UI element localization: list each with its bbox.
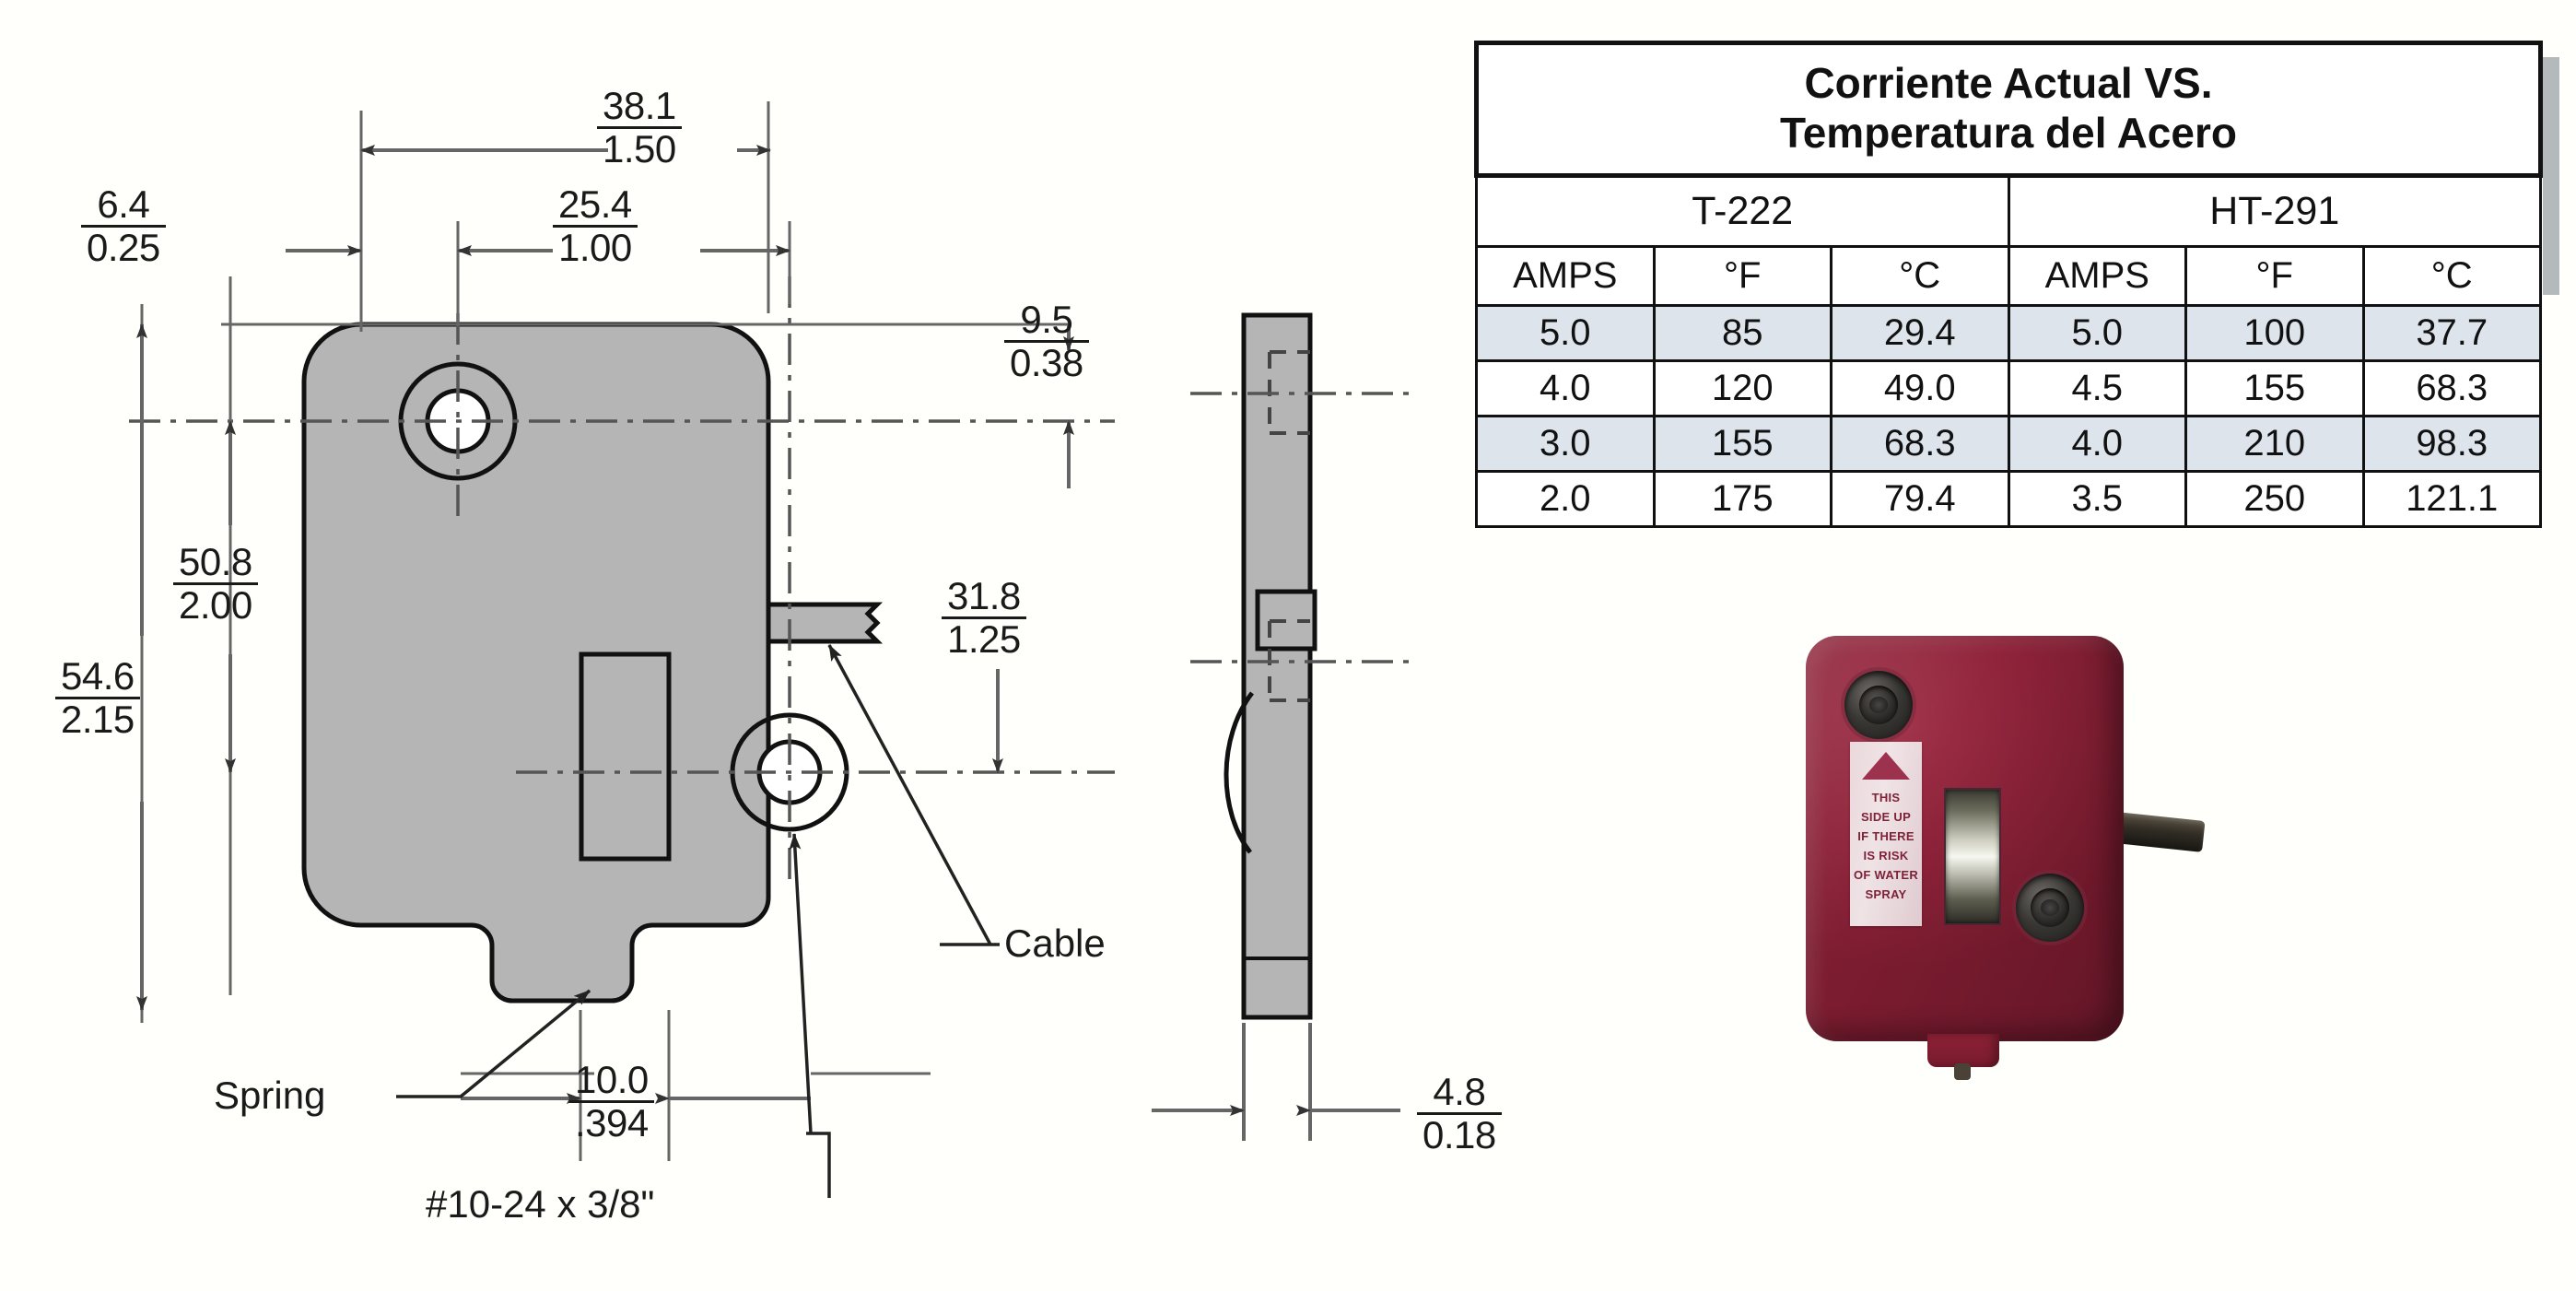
cell: 3.5 — [2007, 469, 2187, 528]
up-arrow-icon — [1862, 752, 1910, 780]
dim-height-overall: 54.6 2.15 — [55, 656, 140, 739]
cell: 121.1 — [2361, 469, 2542, 528]
cell: 37.7 — [2361, 303, 2542, 362]
side-centerlines — [1190, 392, 1410, 663]
amperage-temperature-table: Corriente Actual VS. Temperatura del Ace… — [1474, 41, 2543, 528]
col-header-c-1: °C — [1830, 244, 2010, 307]
group-header-ht291: HT-291 — [2007, 173, 2542, 248]
col-header-f-1: °F — [1652, 244, 1832, 307]
cell: 120 — [1652, 358, 1832, 417]
cell: 4.0 — [1475, 358, 1656, 417]
dim-cable-height: 31.8 1.25 — [942, 576, 1026, 659]
dimension-lines — [136, 145, 1074, 1104]
product-photo: THIS SIDE UP IF THERE IS RISK OF WATER S… — [1806, 636, 2206, 1080]
dim-hole-spacing-y: 50.8 2.00 — [173, 542, 258, 625]
table-row: 4.0 120 49.0 4.5 155 68.3 — [1475, 358, 2542, 417]
sticker-line: SPRAY — [1865, 887, 1907, 902]
col-header-f-2: °F — [2184, 244, 2365, 307]
label-screw: #10-24 x 3/8" — [426, 1182, 655, 1226]
side-view-drawing — [1133, 0, 1649, 1291]
table-title-line1: Corriente Actual VS. — [1804, 59, 2213, 107]
cell: 49.0 — [1830, 358, 2010, 417]
centerlines — [129, 276, 1115, 885]
dim-top-to-hole: 9.5 0.38 — [1004, 299, 1089, 382]
col-header-c-2: °C — [2361, 244, 2542, 307]
cell: 98.3 — [2361, 414, 2542, 473]
dim-edge-to-hole: 6.4 0.25 — [81, 184, 166, 267]
table-column-header-row: AMPS °F °C AMPS °F °C — [1475, 244, 2542, 307]
label-spring: Spring — [214, 1074, 326, 1117]
cell: 155 — [1652, 414, 1832, 473]
dim-thickness: 4.8 0.18 — [1417, 1072, 1502, 1155]
cell: 155 — [2184, 358, 2365, 417]
cell: 5.0 — [2007, 303, 2187, 362]
cell: 29.4 — [1830, 303, 2010, 362]
cell: 3.0 — [1475, 414, 1656, 473]
sticker-line: THIS — [1871, 791, 1901, 804]
photo-window — [1944, 788, 2001, 925]
cell: 210 — [2184, 414, 2365, 473]
label-cable: Cable — [1004, 921, 1106, 965]
photo-cable — [2113, 812, 2206, 852]
photo-bottom-tab — [1927, 1034, 1999, 1067]
col-header-amps-2: AMPS — [2007, 244, 2187, 307]
dim-hole-spacing-x: 25.4 1.00 — [553, 184, 638, 267]
table-row: 2.0 175 79.4 3.5 250 121.1 — [1475, 469, 2542, 528]
photo-bottom-stud — [1954, 1063, 1971, 1080]
cell: 68.3 — [1830, 414, 2010, 473]
col-header-amps-1: AMPS — [1475, 244, 1656, 307]
cell: 175 — [1652, 469, 1832, 528]
table-title-row: Corriente Actual VS. Temperatura del Ace… — [1474, 41, 2543, 178]
leader-lines — [396, 644, 1000, 1198]
cell: 250 — [2184, 469, 2365, 528]
table-row: 5.0 85 29.4 5.0 100 37.7 — [1475, 303, 2542, 362]
dim-width-overall: 38.1 1.50 — [597, 86, 682, 169]
cell: 4.0 — [2007, 414, 2187, 473]
front-view-drawing — [0, 0, 1198, 1291]
dim-tab-width: 10.0 .394 — [569, 1060, 654, 1143]
photo-warning-sticker: THIS SIDE UP IF THERE IS RISK OF WATER S… — [1850, 742, 1922, 926]
sticker-line: SIDE UP — [1860, 810, 1912, 825]
sticker-line: IF THERE — [1857, 829, 1914, 844]
cell: 79.4 — [1830, 469, 2010, 528]
photo-grommet-bottom — [2016, 874, 2084, 942]
table-title-line2: Temperatura del Acero — [1780, 109, 2237, 158]
cell: 4.5 — [2007, 358, 2187, 417]
cell: 68.3 — [2361, 358, 2542, 417]
side-dimension-lines — [1152, 1023, 1400, 1141]
front-body-shape — [301, 322, 771, 1003]
group-header-t222: T-222 — [1475, 173, 2010, 248]
sticker-line: IS RISK — [1863, 849, 1909, 863]
side-spring-arc — [1224, 691, 1254, 854]
cell: 85 — [1652, 303, 1832, 362]
side-body — [1241, 312, 1313, 1020]
cell: 5.0 — [1475, 303, 1656, 362]
sticker-text: THIS SIDE UP IF THERE IS RISK OF WATER S… — [1850, 788, 1922, 904]
photo-grommet-top — [1844, 671, 1913, 739]
cell: 2.0 — [1475, 469, 1656, 528]
table-row: 3.0 155 68.3 4.0 210 98.3 — [1475, 414, 2542, 473]
spring-slot — [579, 651, 672, 862]
cell: 100 — [2184, 303, 2365, 362]
cable-stub — [766, 602, 884, 644]
table-group-row: T-222 HT-291 — [1475, 173, 2542, 248]
table-title: Corriente Actual VS. Temperatura del Ace… — [1474, 41, 2543, 178]
sticker-line: OF WATER — [1853, 868, 1919, 883]
